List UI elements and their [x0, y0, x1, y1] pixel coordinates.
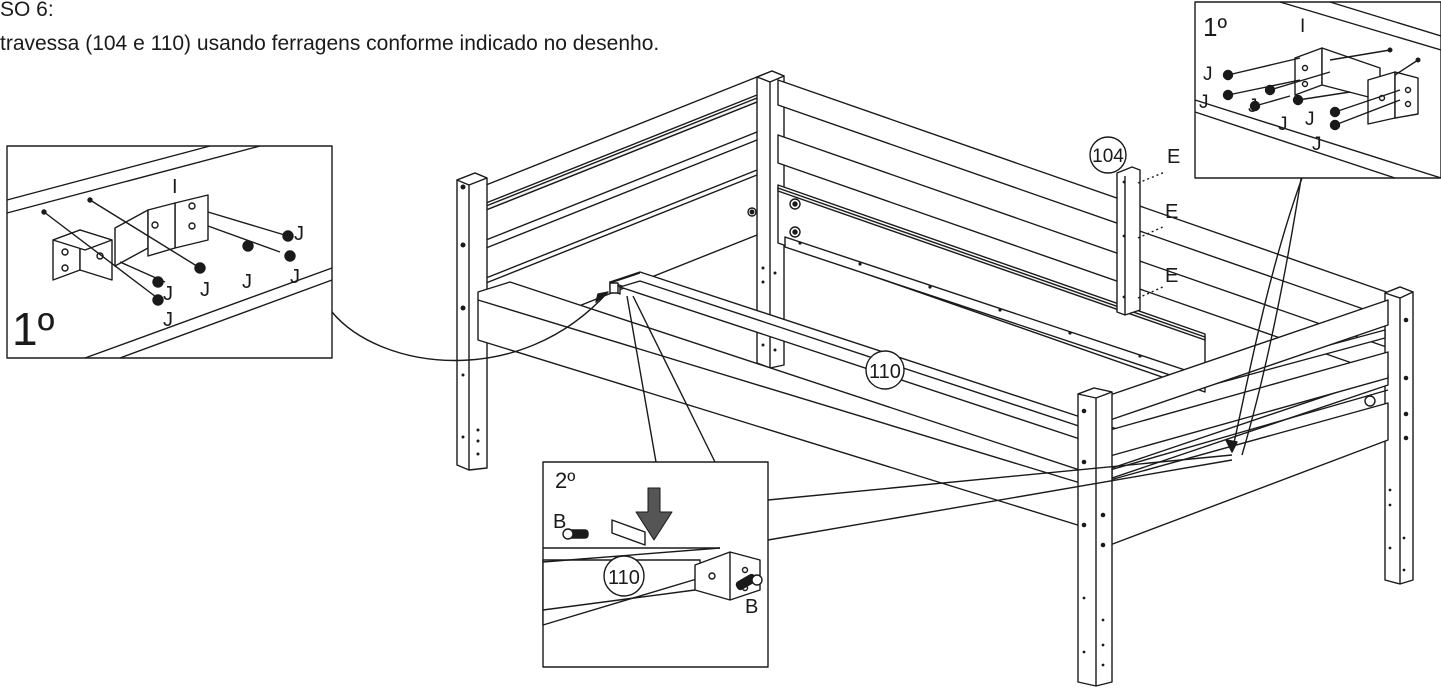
label-E-3: E [1165, 265, 1178, 287]
part-104-bar [1116, 166, 1141, 316]
label-part-104: 104 [1092, 146, 1124, 167]
step-instruction: travessa (104 e 110) usando ferragens co… [0, 32, 660, 55]
label-left-J-3: J [242, 271, 252, 293]
detail-bottom-box [542, 461, 769, 668]
label-part-110: 110 [869, 361, 901, 383]
callout-bottom-upper [767, 454, 1233, 501]
screw-icon [41, 197, 296, 306]
callout-topright-line-1 [1231, 161, 1309, 453]
detail-top-right-box [1194, 1, 1441, 179]
label-bottom-step: 2º [555, 468, 575, 493]
post-front-left [456, 172, 488, 471]
screw-icon [562, 528, 763, 591]
label-left-J-6: J [163, 309, 173, 331]
label-topright-J-2: J [1199, 92, 1209, 113]
label-topright-J-4: J [1278, 114, 1288, 135]
label-topright-J-3: J [1248, 96, 1258, 117]
label-topright-J-6: J [1312, 134, 1322, 155]
screw-icon [1222, 47, 1421, 131]
label-bottom-B-2: B [745, 596, 758, 618]
part-104-marker [1089, 136, 1127, 174]
label-E-2: E [1165, 201, 1178, 223]
callout-lines [331, 159, 1309, 541]
footboard [1109, 299, 1389, 546]
arrowhead-right [1225, 439, 1238, 453]
label-bottom-B-1: B [553, 511, 566, 533]
part-110-marker [865, 350, 905, 390]
arrowhead-left [595, 291, 609, 303]
callout-left-to-bracket [331, 291, 609, 362]
callout-bottom-left [626, 295, 657, 463]
label-E-1: E [1167, 146, 1180, 168]
label-topright-I: I [1300, 16, 1305, 37]
label-topright-step: 1º [1203, 12, 1227, 42]
label-topright-J-5: J [1305, 109, 1315, 130]
down-arrow-icon [635, 487, 673, 541]
part-110-detail-marker [603, 555, 645, 597]
callout-topright-line-2 [1241, 159, 1305, 456]
label-left-J-1: J [294, 223, 304, 245]
label-left-I: I [172, 176, 178, 198]
label-left-J-5: J [163, 283, 173, 305]
label-left-J-2: J [290, 266, 300, 288]
callout-bottom-right [632, 295, 716, 463]
callout-bottom-lower [767, 459, 1233, 541]
back-side-rails [777, 79, 1396, 393]
label-left-J-4: J [200, 279, 210, 301]
label-part-110-detail: 110 [608, 567, 640, 589]
detail-left-box [6, 145, 333, 359]
label-topright-J-1: J [1203, 64, 1213, 85]
post-back-right [1384, 286, 1414, 585]
post-front-right [1077, 387, 1113, 687]
step-title: SO 6: [0, 0, 54, 21]
label-left-step: 1º [12, 303, 55, 355]
